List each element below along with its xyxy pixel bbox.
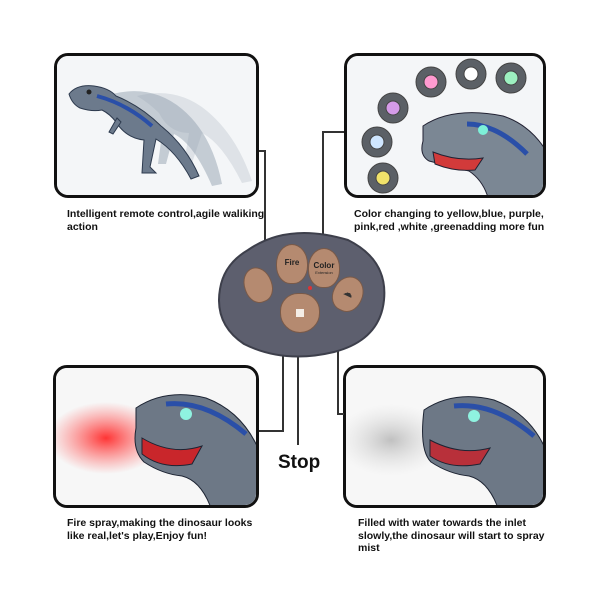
fire-caption-line-1: Fire spray,making the dinosaur looks xyxy=(67,517,253,529)
color-button[interactable]: Color Extension xyxy=(308,248,340,288)
walking-caption-line-1: Intelligent remote control,agile walikin… xyxy=(67,208,265,220)
connector-line-walk-h xyxy=(259,150,266,152)
fire-spray-panel xyxy=(53,365,259,508)
mist-icon: ☁ xyxy=(341,286,356,301)
walking-dinosaur-image xyxy=(57,56,256,195)
fire-caption-line-2: like real,let's play,Enjoy fun! xyxy=(67,529,208,542)
connector-line-stop xyxy=(297,330,299,445)
connector-line-fire xyxy=(282,320,284,430)
color-caption-line-1: Color changing to yellow,blue, purple, xyxy=(354,208,544,220)
connector-line-mist-h xyxy=(337,413,344,415)
mist-caption-line-3: mist xyxy=(358,542,380,554)
remote-control: Fire Color Extension ☁ xyxy=(218,230,386,358)
connector-line-walk xyxy=(264,150,266,255)
mist-caption-line-1: Filled with water towards the inlet xyxy=(358,517,527,529)
connector-line-fire-h xyxy=(259,430,284,432)
color-caption-line-2: pink,red ,white ,greenadding more fun xyxy=(354,220,545,233)
fire-button-label: Fire xyxy=(284,258,300,267)
mist-spray-panel xyxy=(343,365,546,508)
fire-button[interactable]: Fire xyxy=(276,244,308,284)
walking-caption: Intelligent remote control,agile walikin… xyxy=(67,208,264,233)
connector-line-color-h xyxy=(322,131,344,133)
color-button-label: Color xyxy=(313,261,335,270)
fire-caption: Fire spray,making the dinosaur looks lik… xyxy=(67,517,252,542)
fire-spray-dinosaur-image xyxy=(56,368,256,505)
color-button-sublabel: Extension xyxy=(315,270,333,275)
walking-dinosaur-panel xyxy=(54,53,259,198)
color-changing-panel xyxy=(344,53,546,198)
walking-caption-line-2: action xyxy=(67,220,98,233)
mist-spray-dinosaur-image xyxy=(346,368,543,505)
color-caption: Color changing to yellow,blue, purple, p… xyxy=(354,208,544,233)
stop-icon xyxy=(296,309,304,317)
connector-line-color xyxy=(322,131,324,251)
connector-line-mist xyxy=(337,310,339,413)
mist-caption: Filled with water towards the inlet slow… xyxy=(358,517,545,555)
stop-button[interactable] xyxy=(280,293,320,333)
mist-spray-effect xyxy=(346,404,446,476)
indicator-light xyxy=(308,286,312,290)
mist-caption-line-2: slowly,the dinosaur will start to spray xyxy=(358,529,545,542)
color-changing-dinosaur-image xyxy=(347,56,543,195)
stop-label: Stop xyxy=(278,452,321,473)
